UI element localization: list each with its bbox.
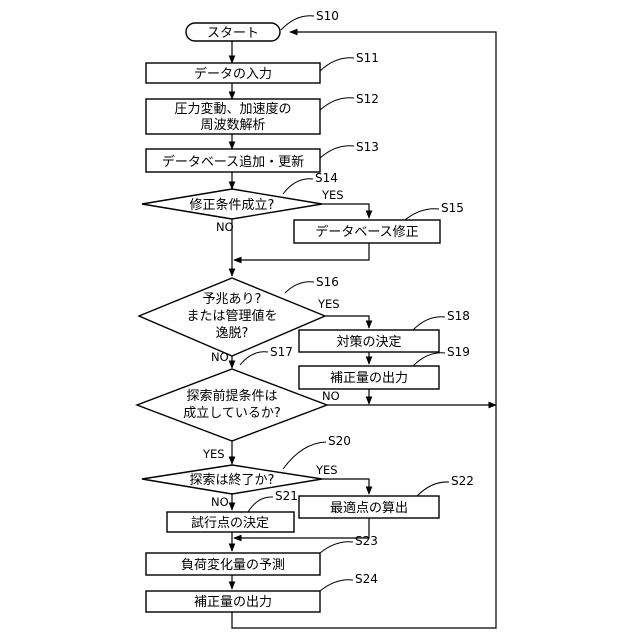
leader-s16 bbox=[285, 282, 314, 293]
s17-no-label: NO bbox=[322, 389, 340, 403]
label-s17: S17 bbox=[270, 345, 293, 359]
node-s16-line3: 逸脱? bbox=[216, 326, 249, 341]
node-s11-text: データの入力 bbox=[194, 66, 272, 82]
node-s10: スタート bbox=[186, 23, 280, 41]
label-s16: S16 bbox=[316, 275, 339, 289]
node-s23-text: 負荷変化量の予測 bbox=[181, 557, 285, 573]
node-s21-text: 試行点の決定 bbox=[191, 515, 269, 531]
node-s12-line1: 圧力変動、加速度の bbox=[174, 101, 291, 117]
leader-s24 bbox=[320, 580, 353, 591]
node-s18-text: 対策の決定 bbox=[336, 334, 401, 350]
node-s24-text: 補正量の出力 bbox=[194, 595, 272, 610]
label-s19: S19 bbox=[447, 345, 470, 359]
s20-yes-label: YES bbox=[315, 463, 338, 477]
leader-s23 bbox=[320, 542, 353, 553]
node-s19: 補正量の出力 bbox=[299, 366, 439, 389]
label-s24: S24 bbox=[355, 572, 378, 586]
label-s11: S11 bbox=[356, 51, 379, 65]
s17-yes-label: YES bbox=[202, 447, 225, 461]
arrow-s15-return bbox=[234, 243, 369, 260]
leader-s15 bbox=[405, 209, 439, 220]
label-s18: S18 bbox=[447, 309, 470, 323]
arrow-s20-yes bbox=[322, 479, 369, 494]
node-s23: 負荷変化量の予測 bbox=[146, 553, 320, 575]
node-s21: 試行点の決定 bbox=[167, 512, 294, 532]
label-s23: S23 bbox=[355, 534, 378, 548]
node-s14: 修正条件成立? bbox=[142, 189, 322, 219]
node-s19-text: 補正量の出力 bbox=[330, 371, 408, 386]
node-s11: データの入力 bbox=[146, 63, 320, 83]
leader-s22 bbox=[417, 482, 449, 496]
node-s12-line2: 周波数解析 bbox=[200, 118, 265, 133]
s16-no-label: NO bbox=[211, 350, 229, 364]
s14-yes-label: YES bbox=[321, 188, 344, 202]
node-s14-text: 修正条件成立? bbox=[190, 197, 275, 213]
node-s17-line2: 成立しているか? bbox=[183, 406, 281, 421]
label-s15: S15 bbox=[441, 201, 464, 215]
node-s13-text: データベース追加・更新 bbox=[162, 154, 304, 170]
node-s24: 補正量の出力 bbox=[146, 591, 320, 612]
label-s21: S21 bbox=[275, 489, 298, 503]
leader-s11 bbox=[320, 58, 354, 71]
label-s13: S13 bbox=[356, 140, 379, 154]
s20-no-label: NO bbox=[211, 495, 229, 509]
node-s10-text: スタート bbox=[207, 26, 259, 41]
label-s22: S22 bbox=[451, 474, 474, 488]
leader-s17 bbox=[240, 352, 268, 365]
node-s16-line2: または管理値を bbox=[186, 308, 277, 324]
s14-no-label: NO bbox=[216, 220, 234, 234]
leader-s10 bbox=[281, 16, 314, 30]
node-s13: データベース追加・更新 bbox=[146, 149, 320, 172]
arrow-s16-yes bbox=[325, 316, 369, 328]
label-s14: S14 bbox=[315, 171, 338, 185]
node-s22: 最適点の算出 bbox=[299, 496, 439, 518]
node-s15: データベース修正 bbox=[294, 220, 440, 243]
label-s10: S10 bbox=[316, 9, 339, 23]
node-s17-line1: 探索前提条件は bbox=[186, 388, 277, 404]
label-s12: S12 bbox=[356, 92, 379, 106]
node-s22-text: 最適点の算出 bbox=[330, 500, 408, 516]
label-s20: S20 bbox=[328, 434, 351, 448]
leader-s19 bbox=[413, 353, 445, 366]
leader-s14 bbox=[283, 179, 313, 194]
node-s16: 予兆あり? または管理値を 逸脱? bbox=[139, 278, 325, 356]
node-s16-line1: 予兆あり? bbox=[203, 292, 262, 307]
s16-yes-label: YES bbox=[317, 297, 340, 311]
node-s20-text: 探索は終了か? bbox=[190, 472, 275, 488]
leader-s18 bbox=[413, 317, 445, 330]
node-s18: 対策の決定 bbox=[299, 330, 439, 352]
leader-s13 bbox=[320, 146, 354, 158]
node-s15-text: データベース修正 bbox=[315, 224, 418, 240]
node-s12: 圧力変動、加速度の 周波数解析 bbox=[146, 99, 320, 134]
leader-s12 bbox=[320, 98, 354, 110]
leader-s21 bbox=[248, 497, 273, 512]
arrow-s14-yes bbox=[322, 204, 369, 218]
